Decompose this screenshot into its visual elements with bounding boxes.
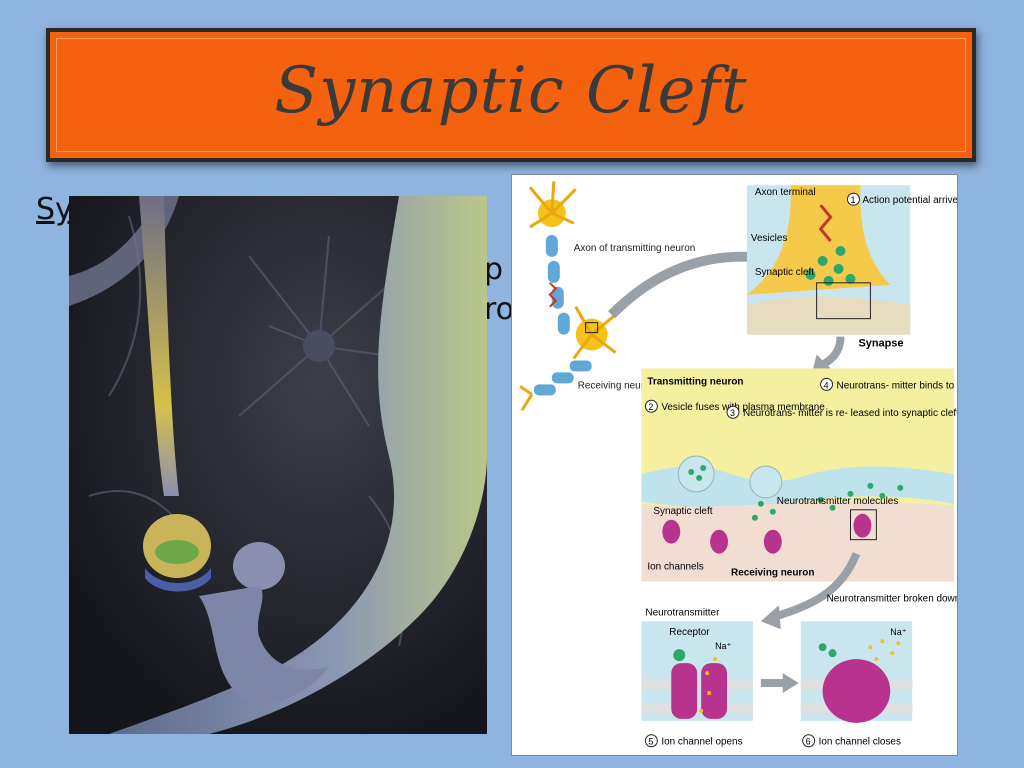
receiving-neuron-caption: Receiving neuron [731,568,814,579]
vesicles-label: Vesicles [751,233,787,244]
nt-molecules-label: Neurotransmitter molecules [777,496,899,507]
synapse-caption: Synapse [858,338,903,350]
transmitting-neuron-cell [528,181,577,335]
svg-text:1: 1 [850,195,855,205]
axon-terminal-label: Axon terminal [755,187,816,198]
body-text-fragment-1: Sy [36,192,73,227]
transmission-panel: Transmitting neuron 2 Vesicle fuses with… [641,368,958,582]
body-text-fragment-2: p [484,252,504,287]
synaptic-cleft-label-mid: Synaptic cleft [653,506,712,517]
receiving-neuron-label: Receiving neuron [578,380,655,391]
ion-channels-label: Ion channels [647,562,703,573]
title-inner-border [56,38,966,152]
na-label-right: Na⁺ [890,627,906,637]
step5-label: Ion channel opens [661,737,742,748]
step2-label: Vesicle fuses with plasma membrane [661,402,825,413]
neuron-synapse-illustration [69,196,487,734]
body-text-fragment-3: ro [484,292,515,327]
step1-label: Action potential arrives [862,195,958,206]
slide-title: Synaptic Cleft [274,54,748,128]
step6-label: Ion channel closes [819,737,901,748]
svg-text:3: 3 [730,408,735,418]
synapse-zoom-panel: Axon terminal Vesicles Synaptic cleft 1 … [746,185,958,350]
neurotransmitter-label: Neurotransmitter [645,607,720,618]
svg-text:5: 5 [648,737,653,747]
step3-label: Neurotrans- mitter is re- leased into sy… [743,408,958,419]
receiving-neuron-cell [519,305,617,412]
synapse-diagram: Axon of transmitting neuron Receiving ne… [511,174,958,756]
na-label-left: Na⁺ [715,641,731,651]
transmitting-neuron-caption: Transmitting neuron [647,376,743,387]
title-banner: Synaptic Cleft [46,28,976,162]
ion-channel-open-panel: Neurotransmitter Receptor Na⁺ 5 Ion chan… [641,607,753,748]
synaptic-cleft-label-top: Synaptic cleft [755,267,814,278]
nt-broken-label: Neurotransmitter broken down and release… [827,593,958,604]
receptor-label: Receptor [669,627,710,638]
axon-label: Axon of transmitting neuron [574,243,696,254]
step4-label: Neurotrans- mitter binds to receptor on … [837,380,958,391]
ion-channel-closed-panel: Neurotransmitter broken down and release… [800,593,958,748]
svg-text:4: 4 [824,380,829,390]
svg-text:6: 6 [806,737,811,747]
svg-text:2: 2 [648,402,653,412]
